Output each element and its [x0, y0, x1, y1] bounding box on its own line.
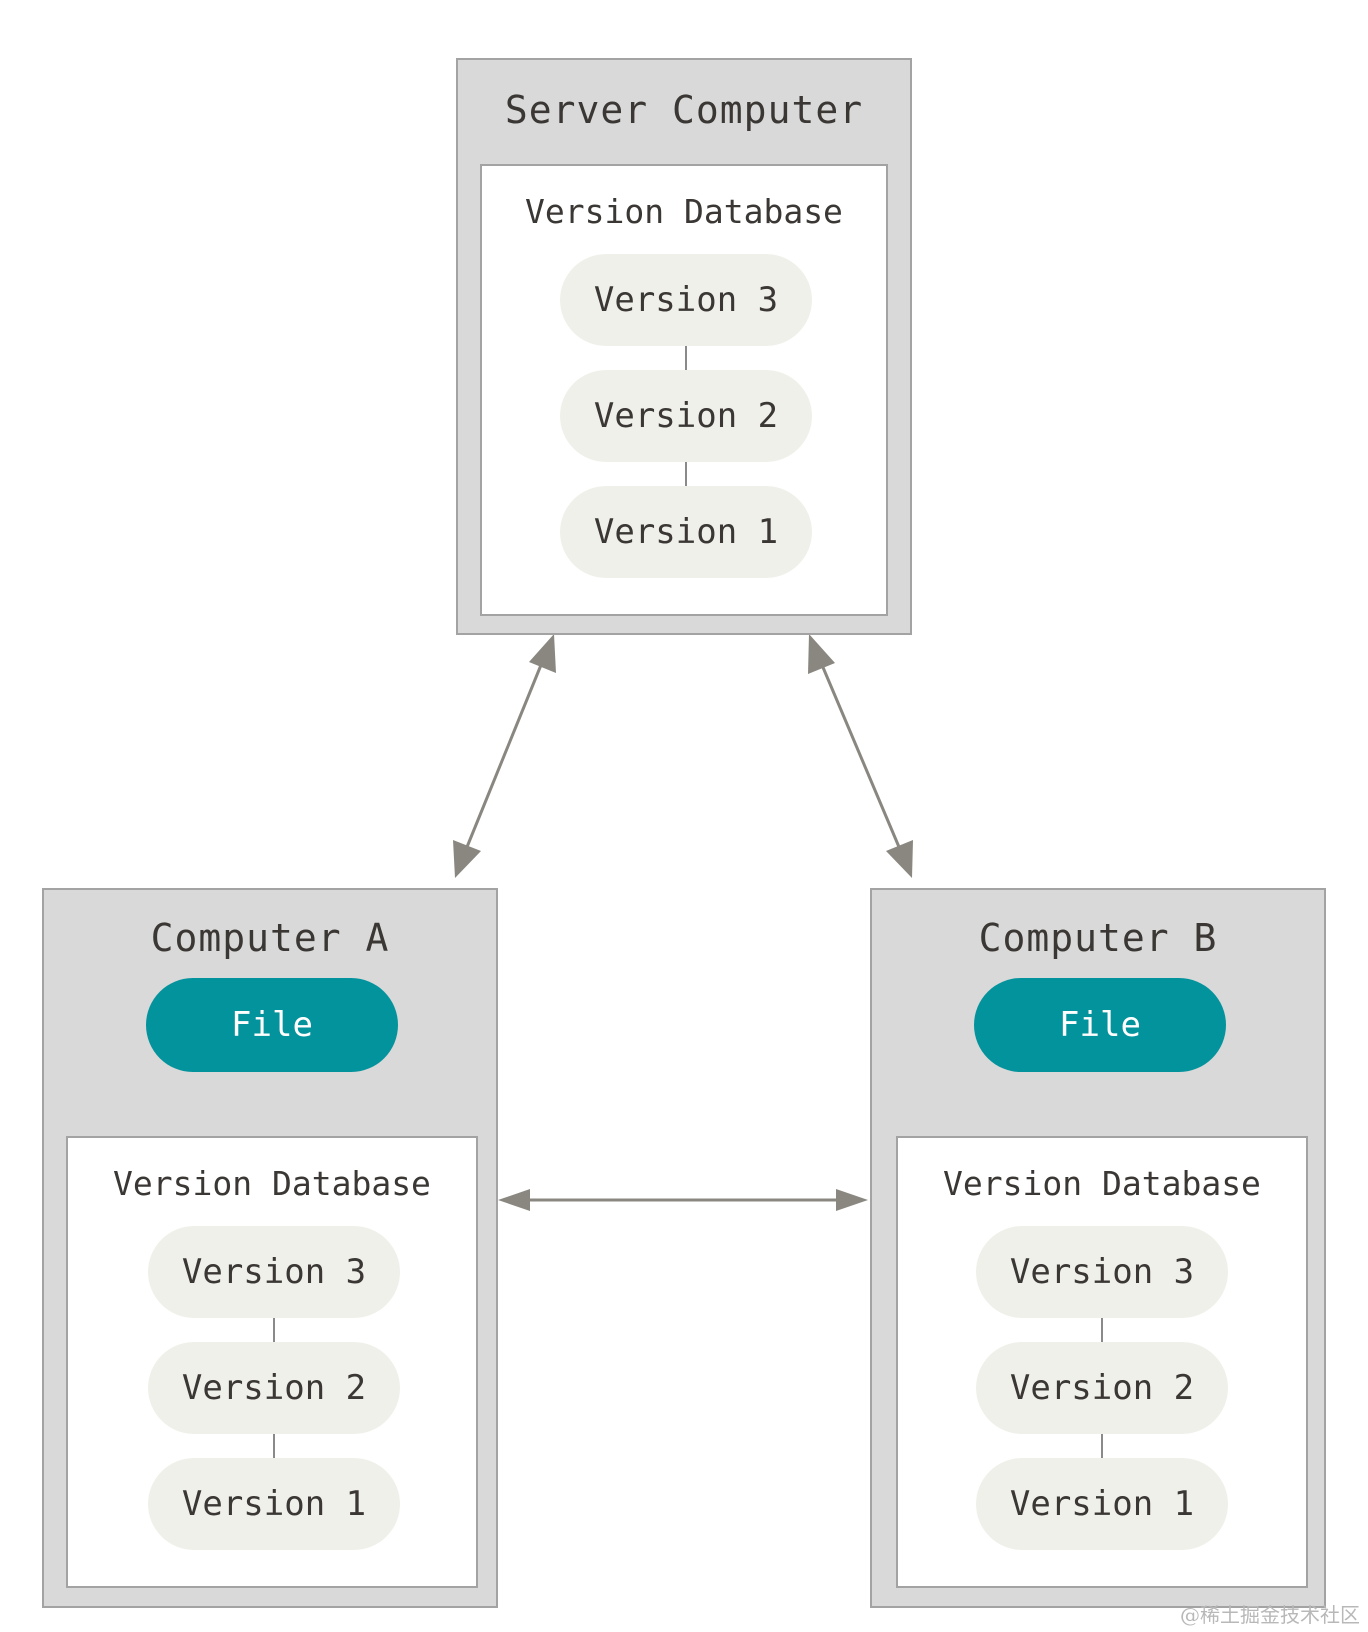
watermark-text: @稀土掘金技术社区 — [1180, 1603, 1360, 1627]
computer-b-version-1: Version 1 — [976, 1458, 1228, 1550]
computer-b-version-2: Version 2 — [976, 1342, 1228, 1434]
computer-a-file: File — [146, 978, 398, 1072]
server-computer-b-arrow — [808, 634, 913, 878]
server-version-connector — [685, 346, 687, 370]
computer-a: Computer A File Version Database Version… — [42, 888, 498, 1608]
server-version-1: Version 1 — [560, 486, 812, 578]
server-version-database: Version Database Version 3 Version 2 Ver… — [480, 164, 888, 616]
computer-a-db-title: Version Database — [113, 1164, 431, 1203]
computer-a-version-database: Version Database Version 3 Version 2 Ver… — [66, 1136, 478, 1588]
computer-b-db-title: Version Database — [943, 1164, 1261, 1203]
computer-b: Computer B File Version Database Version… — [870, 888, 1326, 1608]
computer-b-version-database: Version Database Version 3 Version 2 Ver… — [896, 1136, 1308, 1588]
computer-a-title: Computer A — [150, 916, 390, 960]
computer-b-version-connector — [1101, 1318, 1103, 1342]
server-version-3: Version 3 — [560, 254, 812, 346]
computer-a-version-2: Version 2 — [148, 1342, 400, 1434]
computer-a-version-1: Version 1 — [148, 1458, 400, 1550]
server-computer-title: Server Computer — [504, 88, 864, 132]
server-version-connector — [685, 462, 687, 486]
computer-b-title: Computer B — [978, 916, 1218, 960]
computer-b-version-3: Version 3 — [976, 1226, 1228, 1318]
computer-a-version-3: Version 3 — [148, 1226, 400, 1318]
server-computer: Server Computer Version Database Version… — [456, 58, 912, 635]
computer-b-file: File — [974, 978, 1226, 1072]
computer-b-version-connector — [1101, 1434, 1103, 1458]
server-computer-a-arrow — [453, 634, 556, 878]
server-db-title: Version Database — [525, 192, 843, 231]
computer-a-computer-b-arrow — [498, 1189, 868, 1211]
server-version-2: Version 2 — [560, 370, 812, 462]
computer-a-version-connector — [273, 1434, 275, 1458]
computer-a-version-connector — [273, 1318, 275, 1342]
